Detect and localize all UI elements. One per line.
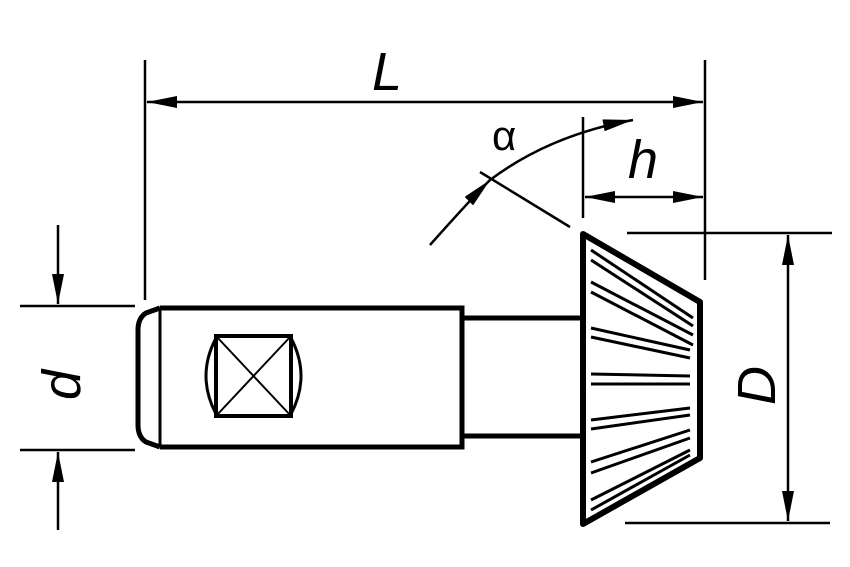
angle-arc (489, 118, 634, 182)
label-D: D (727, 366, 787, 405)
label-h: h (628, 130, 658, 190)
conical-head (580, 231, 703, 527)
extension-lines (20, 60, 832, 525)
label-alpha: α (492, 112, 516, 159)
label-d: d (32, 368, 92, 400)
angle-leader (479, 170, 571, 229)
drive-square (204, 334, 303, 418)
dimension-lines (52, 96, 794, 530)
angle-arrow-lower (429, 179, 491, 246)
shank (135, 305, 583, 450)
label-L: L (372, 42, 402, 102)
